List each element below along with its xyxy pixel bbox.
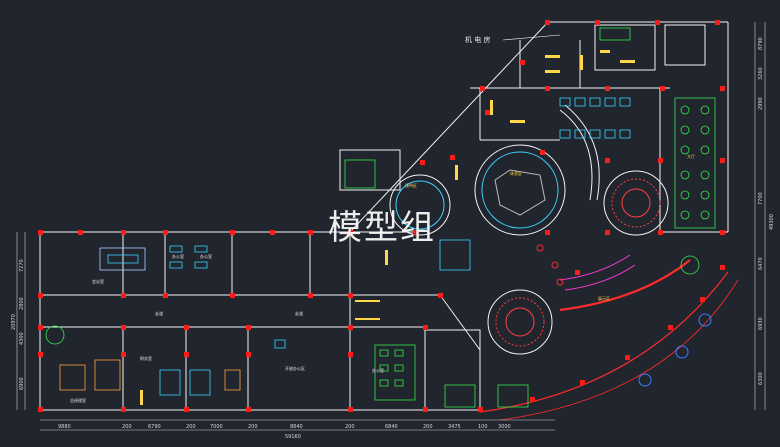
left-dimensions: 7270 2800 4300 6900 20970 xyxy=(11,259,25,390)
office-c-label: 办公室 xyxy=(372,367,384,373)
watermark: 模型组 xyxy=(328,208,436,248)
dim-right-6: 6300 xyxy=(758,372,764,385)
dim-bottom-1: 200 xyxy=(122,424,132,430)
dimension-lines xyxy=(16,22,766,431)
lobby-label: 大厅 xyxy=(687,153,695,159)
dim-right-3: 7700 xyxy=(758,192,764,205)
facade-blue-circles xyxy=(638,313,712,387)
dim-bottom-11: 100 xyxy=(478,424,488,430)
machine-room-label: 机 电 房 xyxy=(465,35,490,44)
structural-columns xyxy=(38,20,725,412)
curved-facade xyxy=(479,259,739,421)
corridor-a-label: 走道 xyxy=(155,310,163,316)
right-dimensions: 8790 3260 2990 7700 6470 6930 6300 49300 xyxy=(758,37,775,385)
dim-right-total: 49300 xyxy=(769,214,775,230)
dim-right-2: 2990 xyxy=(758,97,764,110)
office-b-label: 办公室 xyxy=(200,253,212,259)
dim-right-0: 8790 xyxy=(758,37,764,50)
dim-bottom-4: 7000 xyxy=(210,424,223,430)
dim-bottom-0: 9880 xyxy=(58,424,71,430)
dim-right-5: 6930 xyxy=(758,317,764,330)
west-wing-walls xyxy=(39,231,481,411)
open-office-label: 开放办公区 xyxy=(285,365,305,371)
dim-right-1: 3260 xyxy=(758,67,764,80)
dim-bottom-6: 8840 xyxy=(290,424,303,430)
bottom-dimensions: 9880 200 6790 200 7000 200 8840 200 6840… xyxy=(58,424,511,440)
dim-left-total: 20970 xyxy=(11,314,17,330)
dim-bottom-5: 200 xyxy=(248,424,258,430)
dim-bottom-2: 6790 xyxy=(148,424,161,430)
diagonal-wing-walls xyxy=(339,21,729,351)
furniture-green xyxy=(45,27,716,408)
machine-room-leader xyxy=(502,34,561,41)
round-rooms xyxy=(389,104,669,355)
manager-room-label: 总经理室 xyxy=(70,397,86,403)
dim-bottom-8: 6840 xyxy=(385,424,398,430)
dim-left-2: 4300 xyxy=(19,332,25,345)
dim-left-1: 2800 xyxy=(19,297,25,310)
lounge-label: 休息区 xyxy=(510,170,522,176)
corridor-b-label: 走道 xyxy=(295,310,303,316)
finance-label: 财务室 xyxy=(140,355,152,361)
display-label: 展示区 xyxy=(598,295,610,301)
meeting-room-label: 会议室 xyxy=(92,278,104,284)
furniture-cyan xyxy=(99,97,631,396)
dim-bottom-9: 200 xyxy=(423,424,433,430)
lounge-seating xyxy=(536,244,636,291)
office-a-label: 办公室 xyxy=(172,253,184,259)
dim-bottom-total: 59160 xyxy=(285,434,301,440)
dim-left-0: 7270 xyxy=(19,259,25,272)
dim-bottom-12: 3000 xyxy=(498,424,511,430)
furniture-yellow xyxy=(140,50,635,405)
dim-bottom-7: 200 xyxy=(345,424,355,430)
dim-bottom-10: 3475 xyxy=(448,424,461,430)
reception-label: 接待区 xyxy=(405,182,417,188)
furniture-orange xyxy=(59,359,241,391)
dim-bottom-3: 200 xyxy=(186,424,196,430)
dim-right-4: 6470 xyxy=(758,257,764,270)
dim-left-3: 6900 xyxy=(19,377,25,390)
